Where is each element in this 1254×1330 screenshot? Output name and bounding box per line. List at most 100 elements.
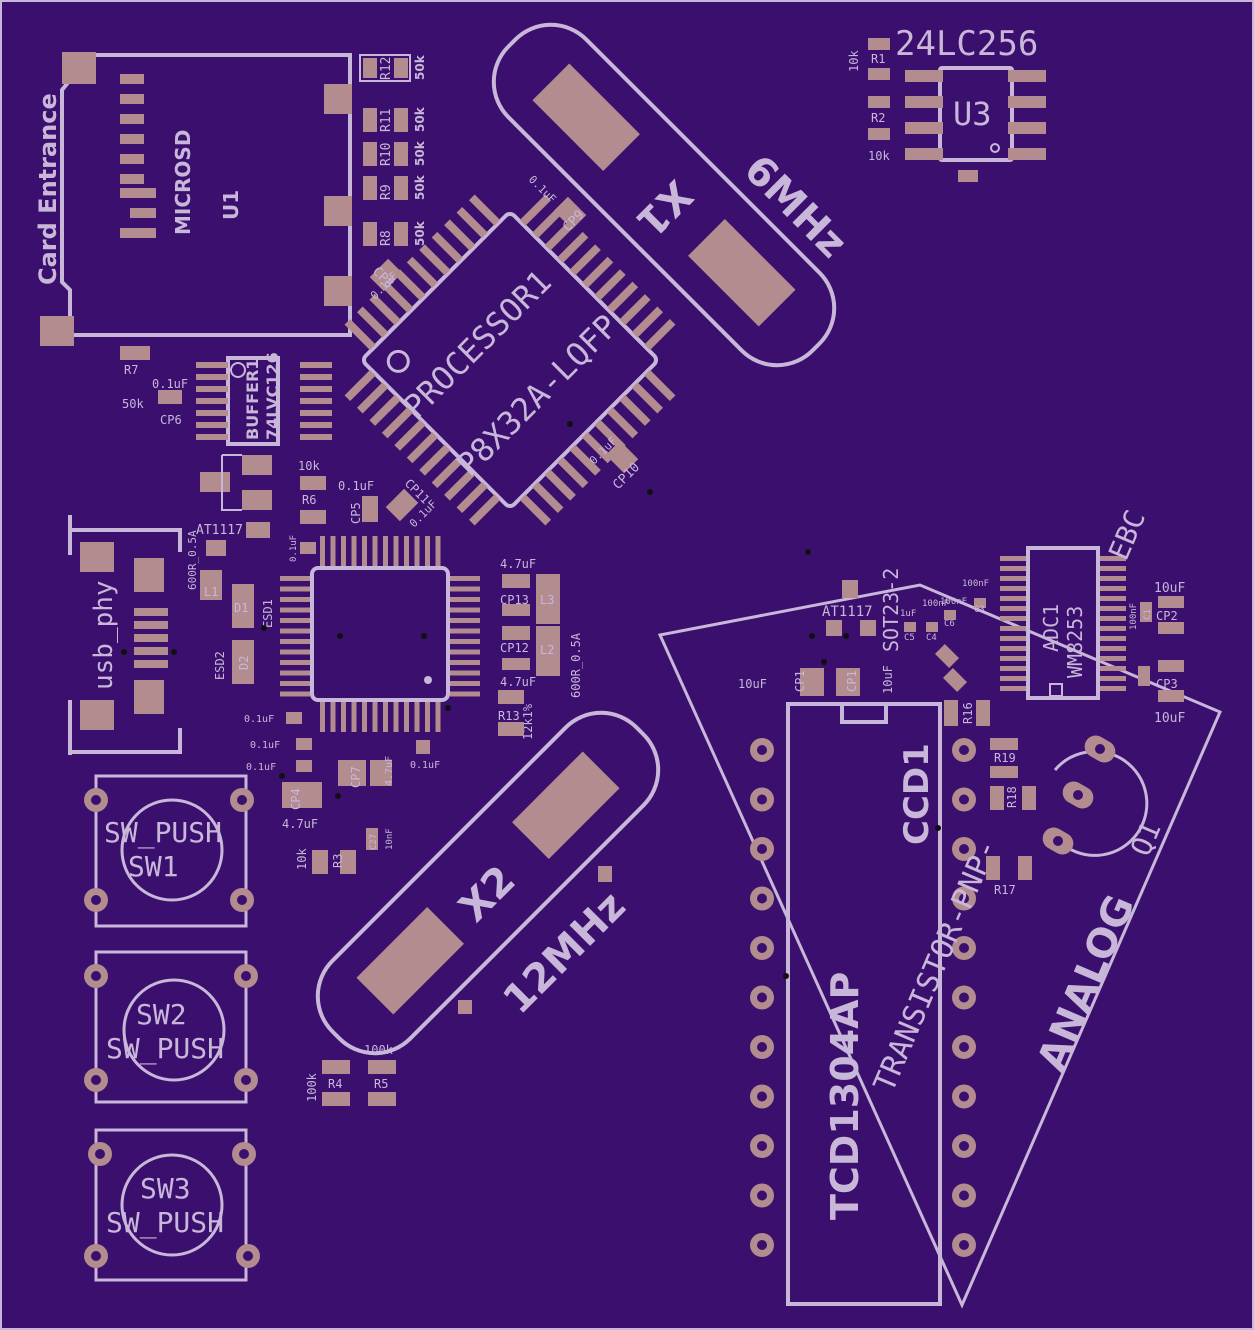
chip-pin bbox=[280, 576, 310, 581]
adc-pin bbox=[1000, 676, 1026, 681]
l2-val: 600R_0.5A bbox=[569, 632, 583, 698]
sw1-type: SW_PUSH bbox=[104, 816, 222, 850]
c6-ref: C6 bbox=[944, 619, 955, 629]
esd2-ref: ESD2 bbox=[213, 651, 227, 680]
r6-val: 10k bbox=[298, 459, 320, 473]
microsd-socket: Card Entrance MICROSD U1 bbox=[34, 52, 352, 346]
qfp-pin bbox=[344, 318, 376, 351]
c3-ref: C3 bbox=[974, 605, 985, 615]
r16-ref: R16 bbox=[961, 702, 975, 724]
r9-val: 50k bbox=[413, 174, 427, 200]
adc-pin bbox=[1100, 556, 1126, 561]
r11-ref: R11 bbox=[379, 109, 394, 132]
qfp-pin bbox=[569, 444, 601, 476]
chip-pin bbox=[404, 536, 409, 566]
adc-pin bbox=[1100, 566, 1126, 571]
cp7-val: 4.7uF bbox=[384, 756, 395, 786]
chip-pin bbox=[280, 660, 310, 665]
chip-pin bbox=[450, 681, 480, 686]
crystal-x2 bbox=[315, 710, 661, 1056]
ccd-pin bbox=[750, 886, 976, 911]
r10-val: 50k bbox=[413, 140, 427, 166]
chip-pin bbox=[320, 536, 325, 566]
chip-pin bbox=[425, 702, 430, 732]
chip-pin bbox=[362, 702, 367, 732]
r6-ref: R6 bbox=[302, 493, 316, 507]
qfp-pin bbox=[532, 206, 564, 239]
r2-val: 10k bbox=[868, 149, 890, 163]
r7-val: 50k bbox=[122, 397, 144, 411]
r12-ref: R12 bbox=[379, 57, 394, 80]
adc-pin bbox=[1000, 646, 1026, 651]
qfp-pin bbox=[356, 306, 389, 338]
qfp-pin bbox=[369, 394, 401, 426]
adc-pin bbox=[1000, 656, 1026, 661]
qfp-pin bbox=[519, 194, 552, 226]
qfp-pin bbox=[406, 432, 438, 464]
cp3-ref: CP3 bbox=[1156, 677, 1178, 691]
chip-pin bbox=[450, 649, 480, 655]
switch-sw3: SW3 SW_PUSH bbox=[84, 1128, 260, 1282]
r4-ref: R4 bbox=[328, 1077, 342, 1091]
qfp-pin bbox=[468, 194, 501, 226]
qfp-pin bbox=[594, 269, 626, 301]
microsd-ref: U1 bbox=[219, 190, 243, 220]
ccd-pin bbox=[750, 936, 976, 960]
cp13-val: 4.7uF bbox=[500, 557, 536, 571]
r13-ref: R13 bbox=[498, 709, 520, 723]
adc-part: WM8253 bbox=[1063, 606, 1087, 678]
d1-ref: D1 bbox=[234, 601, 248, 615]
chip-pin bbox=[450, 597, 480, 602]
qfp-pin bbox=[607, 281, 639, 313]
processor bbox=[344, 194, 676, 526]
reg1-part: AT1117 bbox=[196, 523, 243, 538]
qfp-pin bbox=[419, 444, 451, 476]
buffer-part: 74LVC126 bbox=[263, 352, 282, 440]
qfp-pin bbox=[381, 281, 413, 313]
ccd-pin bbox=[750, 1233, 976, 1257]
qfp-pin bbox=[631, 306, 664, 338]
cp1-val: 10uF bbox=[738, 677, 767, 691]
chip-pin bbox=[450, 691, 480, 697]
qfp-pin bbox=[532, 481, 564, 514]
c27-val: 10nF bbox=[385, 828, 395, 850]
adc-ref: ADC1 bbox=[1039, 604, 1063, 652]
r8-ref: R8 bbox=[379, 230, 394, 246]
ccd-pin bbox=[750, 787, 976, 812]
chip-pin bbox=[450, 576, 480, 581]
l1-val: 600R_0.5A bbox=[186, 530, 199, 590]
chip-pin bbox=[393, 536, 399, 566]
qfp-pin bbox=[431, 231, 463, 263]
d2-ref: D2 bbox=[237, 656, 251, 670]
r17-ref: R17 bbox=[994, 883, 1016, 897]
adc-pin bbox=[1100, 576, 1126, 581]
qfp-pin bbox=[557, 231, 589, 263]
chip-pin bbox=[330, 702, 336, 732]
r4-val: 100k bbox=[305, 1072, 319, 1102]
cp1b-ref: CP1 bbox=[845, 670, 859, 692]
qfp-pin bbox=[644, 369, 676, 402]
eeprom-part: 24LC256 bbox=[895, 24, 1038, 64]
regulator-1: AT1117 600R_0.5A bbox=[186, 454, 272, 590]
sot-label: SOT23-2 bbox=[879, 568, 903, 652]
qfp-pin bbox=[394, 269, 426, 301]
cp4-ref: CP4 bbox=[289, 788, 303, 810]
qfp-pin bbox=[444, 469, 476, 501]
chip-pin bbox=[383, 536, 388, 566]
qfp-pin bbox=[569, 244, 601, 276]
chip-pin bbox=[280, 628, 310, 634]
sw1-ref: SW1 bbox=[128, 850, 179, 883]
r3-val: 10k bbox=[295, 848, 309, 870]
chip-pin bbox=[435, 536, 441, 566]
sm-cap-3: 0.1uF bbox=[246, 762, 276, 773]
microsd-note: Card Entrance bbox=[34, 93, 62, 285]
c3-val: 100nF bbox=[962, 579, 989, 589]
qfp-pin bbox=[582, 256, 614, 288]
chip-pin bbox=[280, 691, 310, 697]
c4-ref: C4 bbox=[926, 633, 937, 643]
cp1b-val: 10uF bbox=[881, 665, 895, 694]
eeprom-u3: 24LC256 U3 R1 10k R2 10k bbox=[847, 24, 1046, 182]
qfp-pin bbox=[557, 457, 589, 489]
esd1-ref: ESD1 bbox=[261, 599, 275, 628]
qfp-pin bbox=[619, 294, 651, 326]
